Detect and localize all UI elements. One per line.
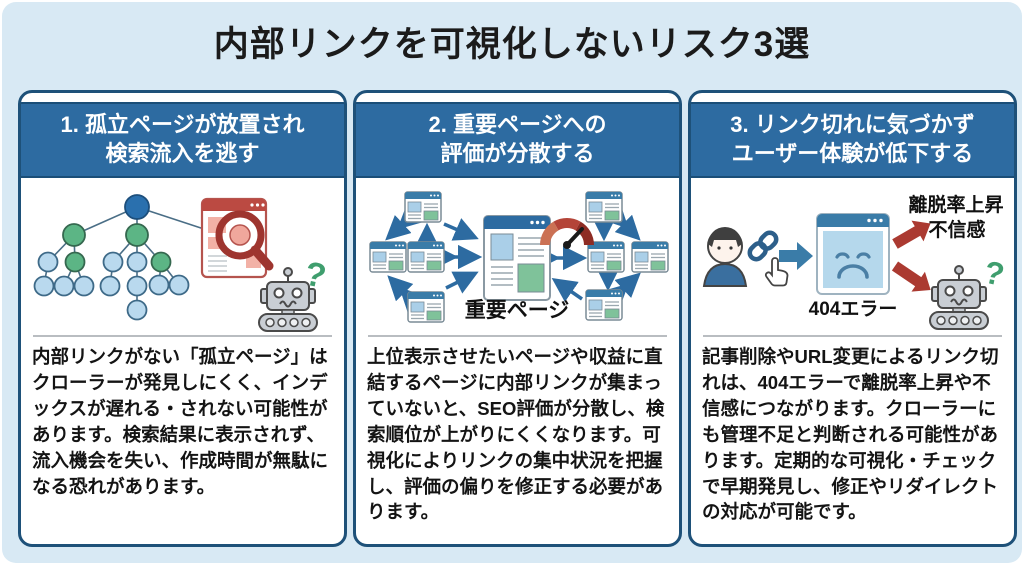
site-tree-icon <box>33 194 208 321</box>
risk-card-2-illustration: 重要ページ <box>356 178 679 336</box>
risk-arrow-up-icon <box>892 220 931 249</box>
bounce-rate-label: 離脱率上昇 <box>908 193 1003 216</box>
risk-card-1-title-line1: 1. 孤立ページが放置され <box>60 112 305 137</box>
page-title: 内部リンクを可視化しないリスク3選 <box>213 25 811 64</box>
question-mark-icon: ? <box>981 254 1008 293</box>
risk-card-2-title-line2: 評価が分散する <box>440 141 595 167</box>
card-divider <box>703 335 1002 338</box>
question-mark-icon: ? <box>301 255 329 296</box>
risk-card-3-illustration: 離脱率上昇 不信感 404エラー ? <box>691 178 1014 336</box>
distrust-label: 不信感 <box>928 218 985 241</box>
risk-card-3-title-line1: 3. リンク切れに気づかず <box>730 112 975 137</box>
risk-card-1-title-line2: 検索流入を逃す <box>105 141 260 167</box>
risk-card-3-title-line2: ユーザー体験が低下する <box>731 141 974 167</box>
risk-card-2-body: 上位表示させたいページや収益に直結するページに内部リンクが集まっていないと、SE… <box>367 346 665 523</box>
link-icon <box>747 230 779 262</box>
risk-card-1: 1. 孤立ページが放置され 検索流入を逃す <box>18 90 347 547</box>
risk-card-1-body: 内部リンクがない「孤立ページ」はクローラーが発見しにくく、インデックスが遅れる・… <box>32 346 329 497</box>
confused-robot-icon: ? <box>929 254 1008 331</box>
important-page-icon <box>483 215 551 302</box>
risk-card-2-header: 2. 重要ページへの 評価が分散する <box>356 102 679 179</box>
risk-card-2: 2. 重要ページへの 評価が分散する <box>353 90 682 547</box>
cursor-hand-icon <box>764 257 789 287</box>
important-page-label: 重要ページ <box>465 299 570 322</box>
risk-card-3-body: 記事削除やURL変更によるリンク切れは、404エラーで離脱率上昇や不信感につなが… <box>702 346 999 523</box>
card-divider <box>33 335 332 338</box>
click-arrow-icon <box>779 242 813 271</box>
orphan-page-magnifier-icon <box>200 197 274 279</box>
risk-card-3: 3. リンク切れに気づかず ユーザー体験が低下する <box>688 90 1017 547</box>
gauge-icon <box>540 218 594 250</box>
risk-card-2-title-line1: 2. 重要ページへの <box>428 112 607 137</box>
risk-card-1-header: 1. 孤立ページが放置され 検索流入を逃す <box>21 102 344 179</box>
error-page-icon <box>816 213 890 296</box>
error-404-label: 404エラー <box>809 299 898 320</box>
risk-card-3-header: 3. リンク切れに気づかず ユーザー体験が低下する <box>691 102 1014 179</box>
link-arrows <box>385 202 641 314</box>
risk-arrow-down-icon <box>891 261 931 292</box>
risk-cards-row: 1. 孤立ページが放置され 検索流入を逃す <box>18 90 1017 547</box>
user-icon <box>702 227 748 288</box>
card-divider <box>368 335 667 338</box>
risk-card-1-illustration: ? <box>21 178 344 336</box>
